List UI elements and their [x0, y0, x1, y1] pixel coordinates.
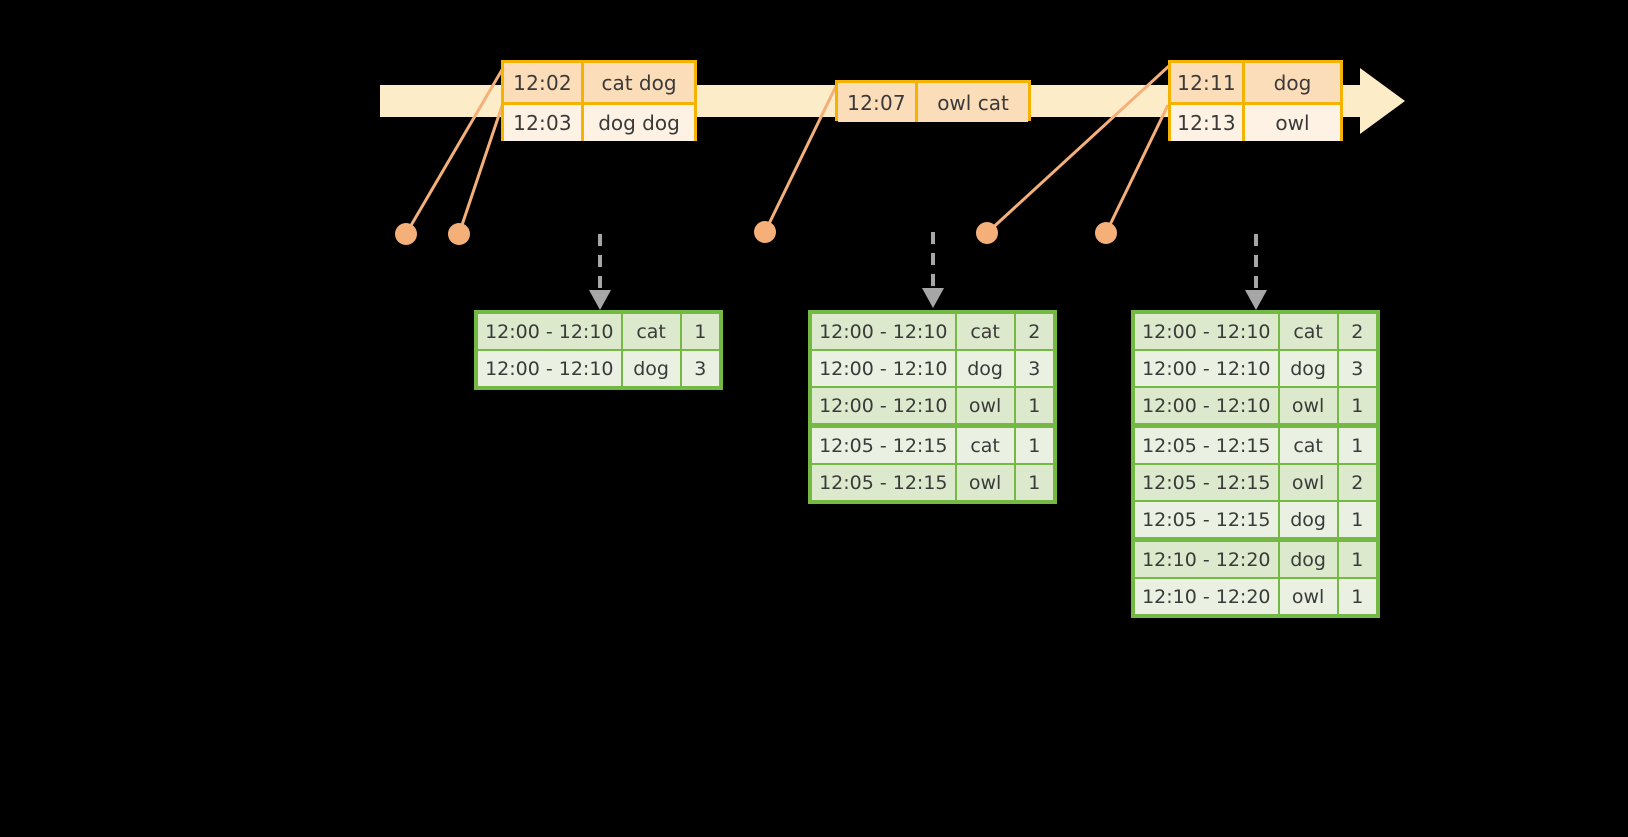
cell-word: owl [1279, 388, 1337, 423]
cell-window: 12:05 - 12:15 [1135, 428, 1278, 463]
connector-12-13 [1104, 104, 1170, 234]
event-dot-12-07[interactable] [754, 221, 776, 243]
connector-12-02 [404, 62, 508, 235]
cell-window: 12:00 - 12:10 [1135, 314, 1278, 349]
cell-count: 1 [1338, 502, 1376, 537]
cell-window: 12:05 - 12:15 [812, 465, 955, 500]
cell-window: 12:05 - 12:15 [1135, 502, 1278, 537]
cell-window: 12:05 - 12:15 [812, 428, 955, 463]
cell-count: 1 [1338, 542, 1376, 577]
event-row[interactable]: 12:11 dog [1171, 63, 1340, 102]
event-row[interactable]: 12:13 owl [1171, 102, 1340, 141]
event-dot-12-11[interactable] [976, 222, 998, 244]
cell-window: 12:00 - 12:10 [812, 314, 955, 349]
cell-window: 12:05 - 12:15 [1135, 465, 1278, 500]
cell-word: dog [956, 351, 1014, 386]
event-dot-12-02[interactable] [395, 223, 417, 245]
event-box-3[interactable]: 12:11 dog 12:13 owl [1168, 60, 1343, 141]
cell-word: owl [956, 465, 1014, 500]
event-row[interactable]: 12:02 cat dog [504, 63, 694, 102]
flow-arrow-1-head [589, 290, 611, 310]
cell-window: 12:10 - 12:20 [1135, 542, 1278, 577]
event-box-2[interactable]: 12:07 owl cat [835, 80, 1031, 122]
event-box-1[interactable]: 12:02 cat dog 12:03 dog dog [501, 60, 697, 141]
cell-count: 1 [1015, 428, 1053, 463]
event-words: owl cat [937, 90, 1009, 115]
connector-12-03 [457, 102, 505, 235]
event-dot-12-13[interactable] [1095, 222, 1117, 244]
flow-arrow-2-head [922, 288, 944, 308]
cell-word: cat [956, 428, 1014, 463]
cell-count: 3 [1015, 351, 1053, 386]
event-words: owl [1275, 111, 1310, 135]
cell-count: 1 [1338, 579, 1376, 614]
cell-word: owl [956, 388, 1014, 423]
cell-count: 1 [1338, 428, 1376, 463]
cell-word: dog [1279, 502, 1337, 537]
event-time: 12:13 [1171, 105, 1245, 141]
cell-word: cat [1279, 428, 1337, 463]
event-time: 12:07 [838, 83, 918, 122]
event-words: dog dog [598, 111, 680, 135]
cell-word: cat [1279, 314, 1337, 349]
event-time: 12:02 [504, 63, 584, 102]
connector-12-07 [763, 81, 840, 233]
cell-count: 2 [1015, 314, 1053, 349]
flow-arrow-3-head [1245, 290, 1267, 310]
cell-word: owl [1279, 465, 1337, 500]
cell-count: 1 [1015, 388, 1053, 423]
event-dot-12-03[interactable] [448, 223, 470, 245]
event-time: 12:11 [1171, 63, 1245, 102]
cell-count: 3 [1338, 351, 1376, 386]
cell-count: 1 [1338, 388, 1376, 423]
cell-window: 12:00 - 12:10 [1135, 351, 1278, 386]
cell-count: 2 [1338, 465, 1376, 500]
cell-word: owl [1279, 579, 1337, 614]
cell-window: 12:00 - 12:10 [478, 351, 621, 386]
event-words: cat dog [601, 70, 677, 95]
cell-count: 1 [1015, 465, 1053, 500]
flow-arrow-heads [589, 288, 1267, 310]
cell-window: 12:00 - 12:10 [1135, 388, 1278, 423]
cell-count: 3 [681, 351, 719, 386]
cell-count: 1 [681, 314, 719, 349]
cell-word: dog [622, 351, 680, 386]
cell-word: dog [1279, 351, 1337, 386]
flow-arrows [598, 232, 1258, 292]
event-words: dog [1273, 70, 1312, 95]
cell-window: 12:00 - 12:10 [812, 351, 955, 386]
cell-word: cat [956, 314, 1014, 349]
cell-count: 2 [1338, 314, 1376, 349]
cell-window: 12:00 - 12:10 [478, 314, 621, 349]
cell-window: 12:00 - 12:10 [812, 388, 955, 423]
event-row[interactable]: 12:03 dog dog [504, 102, 694, 141]
event-time: 12:03 [504, 105, 584, 141]
event-row[interactable]: 12:07 owl cat [838, 83, 1028, 122]
cell-window: 12:10 - 12:20 [1135, 579, 1278, 614]
cell-word: dog [1279, 542, 1337, 577]
cell-word: cat [622, 314, 680, 349]
